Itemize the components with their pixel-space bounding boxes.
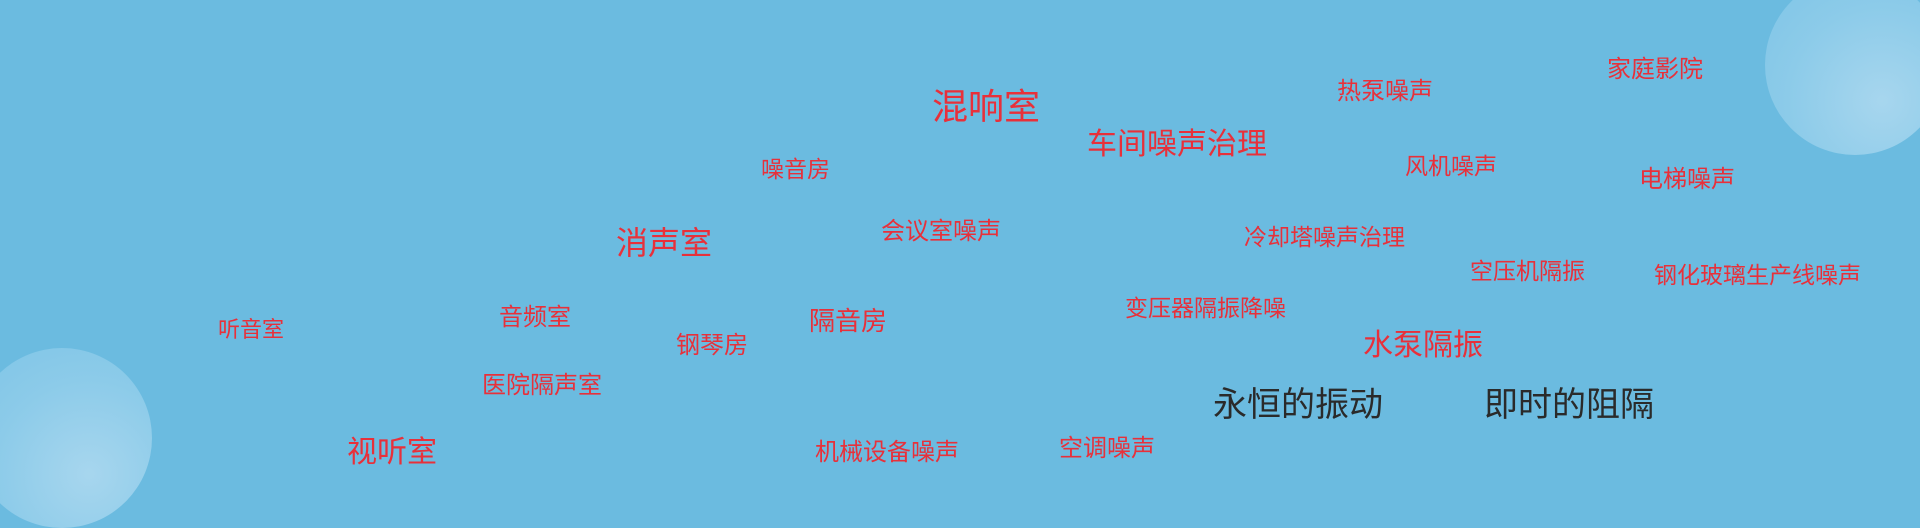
keyword-workshop-noise-control: 车间噪声治理: [1087, 127, 1267, 162]
keyword-noise-room: 噪音房: [761, 157, 830, 183]
keyword-audiovisual-room: 视听室: [347, 435, 437, 470]
keyword-air-compressor-isolation: 空压机隔振: [1470, 259, 1585, 285]
keyword-water-pump-isolation: 水泵隔振: [1363, 328, 1483, 363]
keyword-cooling-tower-noise-control: 冷却塔噪声治理: [1244, 225, 1405, 251]
keyword-reverberation-room: 混响室: [932, 87, 1041, 128]
decorative-circle-bottom-left: [0, 348, 152, 528]
keyword-machinery-noise: 机械设备噪声: [815, 438, 959, 466]
keyword-piano-room: 钢琴房: [676, 331, 748, 359]
keyword-elevator-noise: 电梯噪声: [1639, 165, 1735, 193]
keyword-meeting-room-noise: 会议室噪声: [881, 217, 1001, 245]
keyword-soundproof-room: 隔音房: [809, 307, 888, 337]
slogan-eternal-vibration: 永恒的振动: [1213, 385, 1383, 425]
decorative-circle-top-right: [1765, 0, 1920, 155]
keyword-fan-noise: 风机噪声: [1405, 154, 1497, 180]
keyword-anechoic-room: 消声室: [616, 224, 713, 262]
keyword-audio-room: 音频室: [499, 303, 571, 331]
keyword-tempered-glass-line-noise: 钢化玻璃生产线噪声: [1654, 263, 1861, 289]
keyword-transformer-isolation: 变压器隔振降噪: [1125, 296, 1286, 322]
keyword-heat-pump-noise: 热泵噪声: [1337, 77, 1433, 105]
slogan-instant-isolation: 即时的阻隔: [1484, 385, 1654, 425]
keyword-home-theater: 家庭影院: [1607, 55, 1703, 83]
keyword-listening-room: 听音室: [218, 318, 285, 343]
keyword-hospital-soundproof-room: 医院隔声室: [482, 371, 602, 399]
keyword-air-conditioner-noise: 空调噪声: [1059, 434, 1155, 462]
